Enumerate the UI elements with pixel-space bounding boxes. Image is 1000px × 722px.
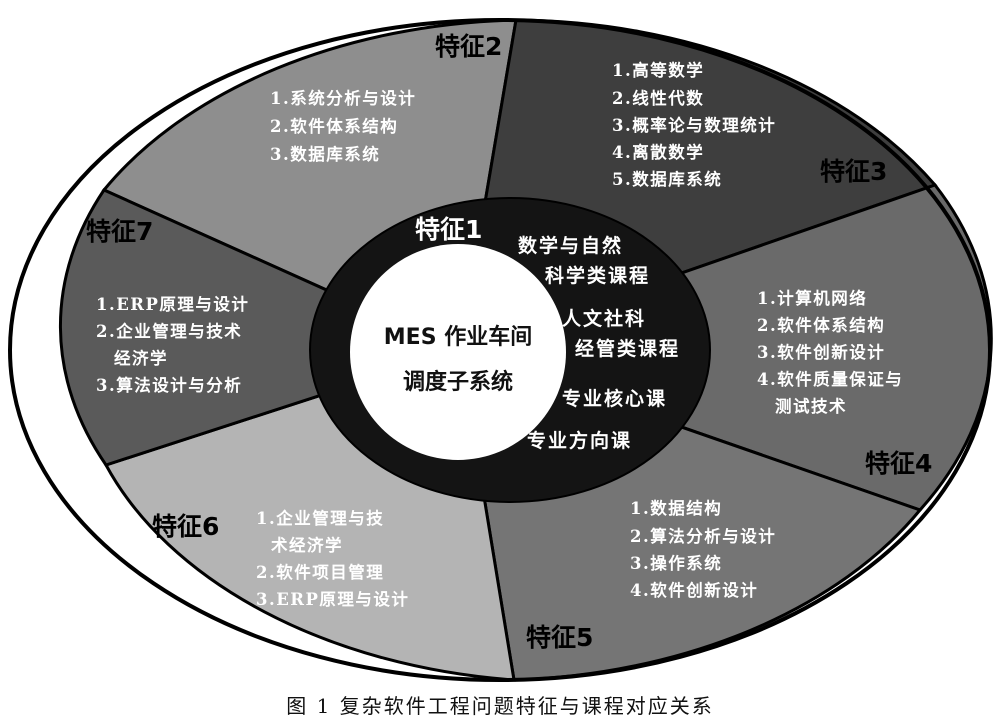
center-title-line2: 调度子系统 (403, 369, 513, 395)
course-item: 4.离散数学 (612, 142, 704, 162)
course-item: 2.企业管理与技术 (96, 321, 242, 341)
segment-feature7-title: 特征7 (86, 217, 153, 246)
segment-feature4-title: 特征4 (865, 449, 932, 478)
course-item: 5.数据库系统 (612, 169, 722, 189)
course-item: 2.软件项目管理 (256, 562, 384, 582)
course-item: 3.操作系统 (630, 553, 722, 573)
course-item: 测试技术 (775, 396, 847, 416)
figure-caption: 图 1 复杂软件工程问题特征与课程对应关系 (286, 694, 714, 718)
course-item: 经济学 (114, 348, 168, 368)
course-item: 3.ERP原理与设计 (256, 589, 409, 609)
course-item: 1.系统分析与设计 (270, 88, 416, 108)
course-item: 1.数据结构 (630, 498, 722, 518)
ring-item: 科学类课程 (545, 264, 650, 287)
course-item: 4.软件创新设计 (630, 580, 758, 600)
center-circle (350, 244, 566, 460)
course-item: 2.软件体系结构 (270, 116, 398, 136)
ring-item: 专业方向课 (527, 429, 632, 452)
course-item: 2.软件体系结构 (757, 315, 885, 335)
diagram-canvas: MES 作业车间 调度子系统 特征1 数学与自然 科学类课程 人文社科 经管类课… (8, 18, 993, 682)
course-item: 1.计算机网络 (757, 288, 867, 308)
segment-feature6-title: 特征6 (152, 512, 219, 541)
course-item: 4.软件质量保证与 (757, 369, 903, 389)
segment-feature7-wedge (58, 188, 465, 467)
ring-item: 人文社科 (562, 307, 646, 330)
segment-feature3-title: 特征3 (820, 157, 887, 186)
course-item: 1.高等数学 (612, 60, 704, 80)
course-item: 术经济学 (270, 535, 343, 555)
course-item: 2.算法分析与设计 (630, 526, 776, 546)
course-item: 1.企业管理与技 (256, 508, 384, 528)
course-item: 2.线性代数 (612, 88, 704, 108)
segment-feature2-title: 特征2 (435, 32, 502, 61)
course-item: 3.概率论与数理统计 (612, 115, 776, 135)
ring-feature1-title: 特征1 (415, 215, 482, 244)
segment-feature5-title: 特征5 (526, 623, 593, 652)
course-item: 3.算法设计与分析 (96, 375, 242, 395)
ring-item: 数学与自然 (518, 234, 623, 257)
ring-item: 专业核心课 (562, 387, 667, 410)
ring-item: 经管类课程 (575, 337, 680, 360)
course-item: 3.数据库系统 (270, 144, 380, 164)
course-item: 1.ERP原理与设计 (96, 294, 249, 314)
outer-ellipse-border (8, 18, 992, 682)
center-title-line1: MES 作业车间 (384, 324, 532, 350)
course-item: 3.软件创新设计 (757, 342, 885, 362)
